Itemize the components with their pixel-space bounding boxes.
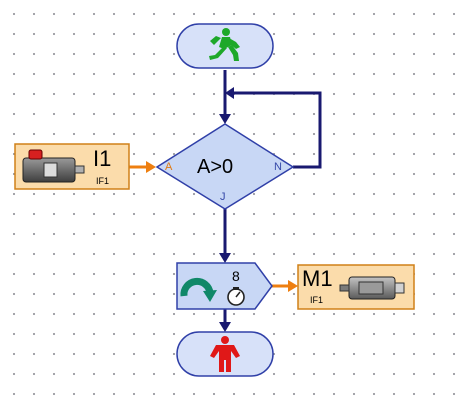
branch-block[interactable] [155,123,295,210]
stop-block[interactable] [176,331,274,377]
flow-arrow-into-motor-block [219,253,231,263]
loop-back-line [233,91,322,169]
branch-yes-port-label: J [220,191,226,203]
branch-input-port-label: A [165,161,173,173]
rotate-right-arrow-icon [180,277,217,302]
data-arrow-into-motor [288,280,298,292]
input-interface-label: IF1 [96,176,110,186]
motor-icon [339,276,405,300]
input-switch-block[interactable] [14,143,130,190]
flow-arrow-into-stop [219,322,231,332]
push-switch-icon [22,149,85,183]
start-block[interactable] [176,23,274,69]
flow-arrow-into-branch [219,114,231,124]
green-walking-figure-icon [209,28,240,61]
motor-id-label: M1 [302,266,333,291]
stopwatch-icon [227,287,245,306]
motor-block-count: 8 [232,268,240,284]
motor-output-block[interactable] [176,262,273,310]
loop-back-arrow [225,87,234,99]
data-arrow-into-branch [146,161,156,173]
program-flow-lines [219,70,322,332]
branch-no-port-label: N [274,161,282,173]
motor-block[interactable] [297,264,415,310]
red-standing-figure-icon [210,336,240,372]
motor-interface-label: IF1 [310,295,324,305]
data-flow-lines [129,161,298,292]
input-id-label: I1 [93,146,112,171]
branch-condition: A>0 [197,156,234,178]
